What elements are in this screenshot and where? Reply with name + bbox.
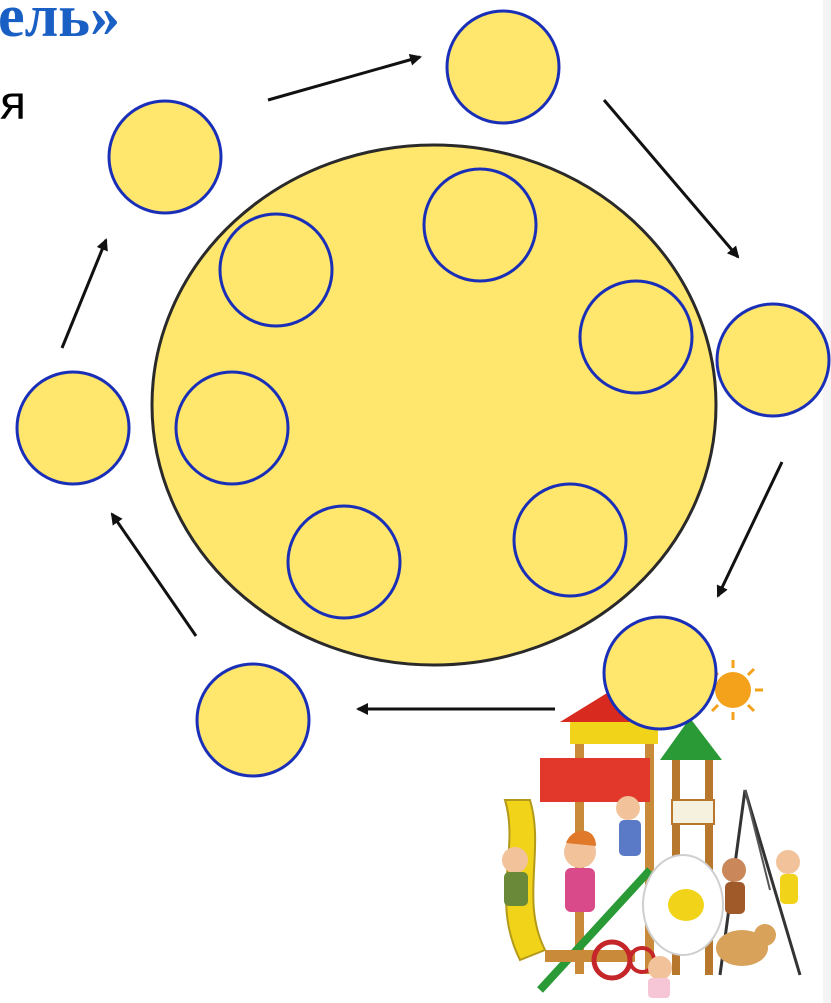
outer-circle — [715, 302, 831, 418]
outer-circle — [15, 370, 131, 486]
inner-circle — [578, 279, 694, 395]
inner-circle — [174, 370, 290, 486]
outer-circle — [602, 615, 718, 731]
inner-circle — [422, 167, 538, 283]
playground-illustration — [502, 660, 802, 998]
outer-circle — [195, 662, 311, 778]
cycle-arrow — [60, 238, 108, 349]
slide-edge-strip — [823, 0, 831, 1003]
cycle-arrow — [716, 461, 784, 598]
cycle-arrow — [267, 53, 422, 102]
outer-circle — [445, 9, 561, 125]
title-fragment: ель» — [0, 0, 121, 49]
side-text-fragment: я — [0, 77, 26, 130]
cycle-arrow — [110, 512, 198, 637]
outer-circle — [107, 99, 223, 215]
outer-circles — [15, 9, 831, 778]
inner-circle — [512, 482, 628, 598]
inner-circle — [218, 212, 334, 328]
inner-circle — [286, 504, 402, 620]
cycle-arrows — [60, 53, 784, 715]
cycle-arrow — [602, 99, 740, 259]
inner-circles — [174, 167, 694, 620]
